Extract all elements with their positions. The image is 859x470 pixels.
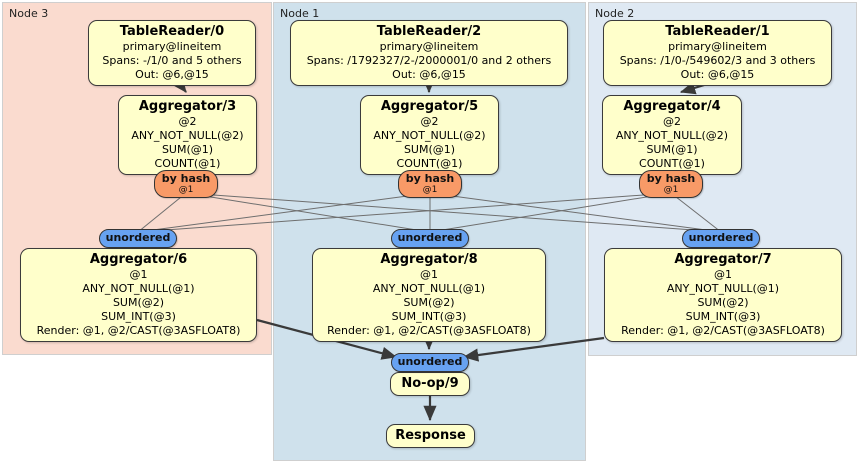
processor-tablereader-0: TableReader/0 primary@lineitem Spans: -/… xyxy=(88,20,256,86)
processor-group-cols: @2 xyxy=(663,115,681,128)
router-label: by hash xyxy=(646,172,696,185)
processor-group-cols: @2 xyxy=(178,115,197,128)
sync-label: unordered xyxy=(397,231,463,244)
processor-title: Aggregator/5 xyxy=(380,99,479,114)
sync-unordered-node3: unordered xyxy=(99,229,177,248)
processor-agg-fn: SUM(@2) xyxy=(112,296,165,309)
node3-label: Node 3 xyxy=(9,7,49,20)
processor-agg-fn: SUM_INT(@3) xyxy=(391,310,467,323)
processor-tablereader-2: TableReader/2 primary@lineitem Spans: /1… xyxy=(290,20,568,86)
router-hash-columns: @1 xyxy=(422,185,438,195)
processor-agg-fn: SUM_INT(@3) xyxy=(685,310,761,323)
node2-label: Node 2 xyxy=(595,7,635,20)
response-node: Response xyxy=(386,424,475,448)
processor-title: Aggregator/8 xyxy=(380,252,478,267)
processor-group-cols: @1 xyxy=(714,268,732,281)
processor-title: TableReader/1 xyxy=(665,24,770,39)
processor-group-cols: @1 xyxy=(420,268,438,281)
processor-title: TableReader/0 xyxy=(119,24,225,39)
processor-title: Aggregator/6 xyxy=(89,252,188,267)
processor-index: primary@lineitem xyxy=(379,40,479,53)
processor-render-expr: Render: @1, @2/CAST(@3ASFLOAT8) xyxy=(621,324,825,337)
processor-agg-fn: COUNT(@1) xyxy=(154,157,221,170)
processor-title: Aggregator/3 xyxy=(138,99,237,114)
router-hash-columns: @1 xyxy=(663,185,679,195)
router-hash-columns: @1 xyxy=(178,185,194,195)
processor-title: No-op/9 xyxy=(401,376,459,391)
sync-label: unordered xyxy=(105,231,171,244)
processor-out: Out: @6,@15 xyxy=(680,68,755,81)
processor-agg-fn: ANY_NOT_NULL(@1) xyxy=(372,282,486,295)
processor-group-cols: @1 xyxy=(129,268,148,281)
router-by-hash-node3: by hash @1 xyxy=(154,170,218,198)
processor-group-cols: @2 xyxy=(420,115,439,128)
processor-aggregator-4: Aggregator/4 @2 ANY_NOT_NULL(@2) SUM(@1)… xyxy=(602,95,742,175)
processor-title: TableReader/2 xyxy=(376,24,482,39)
processor-agg-fn: SUM(@1) xyxy=(646,143,698,156)
processor-agg-fn: SUM(@2) xyxy=(697,296,749,309)
processor-agg-fn: ANY_NOT_NULL(@2) xyxy=(373,129,486,142)
processor-aggregator-7: Aggregator/7 @1 ANY_NOT_NULL(@1) SUM(@2)… xyxy=(604,248,842,342)
processor-index: primary@lineitem xyxy=(668,40,767,53)
processor-agg-fn: ANY_NOT_NULL(@2) xyxy=(615,129,729,142)
router-label: by hash xyxy=(161,172,211,185)
processor-spans: Spans: /1/0-/549602/3 and 3 others xyxy=(619,54,816,67)
processor-render-expr: Render: @1, @2/CAST(@3ASFLOAT8) xyxy=(36,324,241,337)
processor-agg-fn: ANY_NOT_NULL(@1) xyxy=(82,282,195,295)
processor-spans: Spans: -/1/0 and 5 others xyxy=(102,54,242,67)
processor-agg-fn: SUM(@2) xyxy=(403,296,455,309)
sync-label: unordered xyxy=(397,355,463,368)
processor-noop-9: No-op/9 xyxy=(390,372,470,396)
processor-agg-fn: ANY_NOT_NULL(@1) xyxy=(666,282,780,295)
sync-unordered-node2: unordered xyxy=(682,229,760,248)
hash-routing-edges xyxy=(137,192,722,233)
processor-out: Out: @6,@15 xyxy=(392,68,466,81)
processor-title: Aggregator/7 xyxy=(674,252,772,267)
processor-agg-fn: COUNT(@1) xyxy=(396,157,463,170)
processor-agg-fn: SUM(@1) xyxy=(161,143,214,156)
processor-agg-fn: COUNT(@1) xyxy=(639,157,705,170)
processor-aggregator-6: Aggregator/6 @1 ANY_NOT_NULL(@1) SUM(@2)… xyxy=(20,248,257,342)
response-title: Response xyxy=(395,428,466,443)
processor-aggregator-3: Aggregator/3 @2 ANY_NOT_NULL(@2) SUM(@1)… xyxy=(118,95,257,175)
processor-title: Aggregator/4 xyxy=(623,99,721,114)
processor-spans: Spans: /1792327/2-/2000001/0 and 2 other… xyxy=(306,54,552,67)
processor-out: Out: @6,@15 xyxy=(135,68,209,81)
node1-label: Node 1 xyxy=(280,7,320,20)
processor-tablereader-1: TableReader/1 primary@lineitem Spans: /1… xyxy=(603,20,832,86)
router-by-hash-node1: by hash @1 xyxy=(398,170,462,198)
sync-label: unordered xyxy=(688,231,754,244)
processor-aggregator-5: Aggregator/5 @2 ANY_NOT_NULL(@2) SUM(@1)… xyxy=(360,95,499,175)
processor-agg-fn: SUM_INT(@3) xyxy=(101,310,176,323)
router-by-hash-node2: by hash @1 xyxy=(639,170,703,198)
router-label: by hash xyxy=(405,172,455,185)
sync-unordered-node1: unordered xyxy=(391,229,469,248)
sync-unordered-final: unordered xyxy=(391,353,469,372)
processor-agg-fn: ANY_NOT_NULL(@2) xyxy=(131,129,244,142)
processor-render-expr: Render: @1, @2/CAST(@3ASFLOAT8) xyxy=(327,324,531,337)
processor-agg-fn: SUM(@1) xyxy=(403,143,456,156)
processor-aggregator-8: Aggregator/8 @1 ANY_NOT_NULL(@1) SUM(@2)… xyxy=(312,248,546,342)
processor-index: primary@lineitem xyxy=(122,40,222,53)
